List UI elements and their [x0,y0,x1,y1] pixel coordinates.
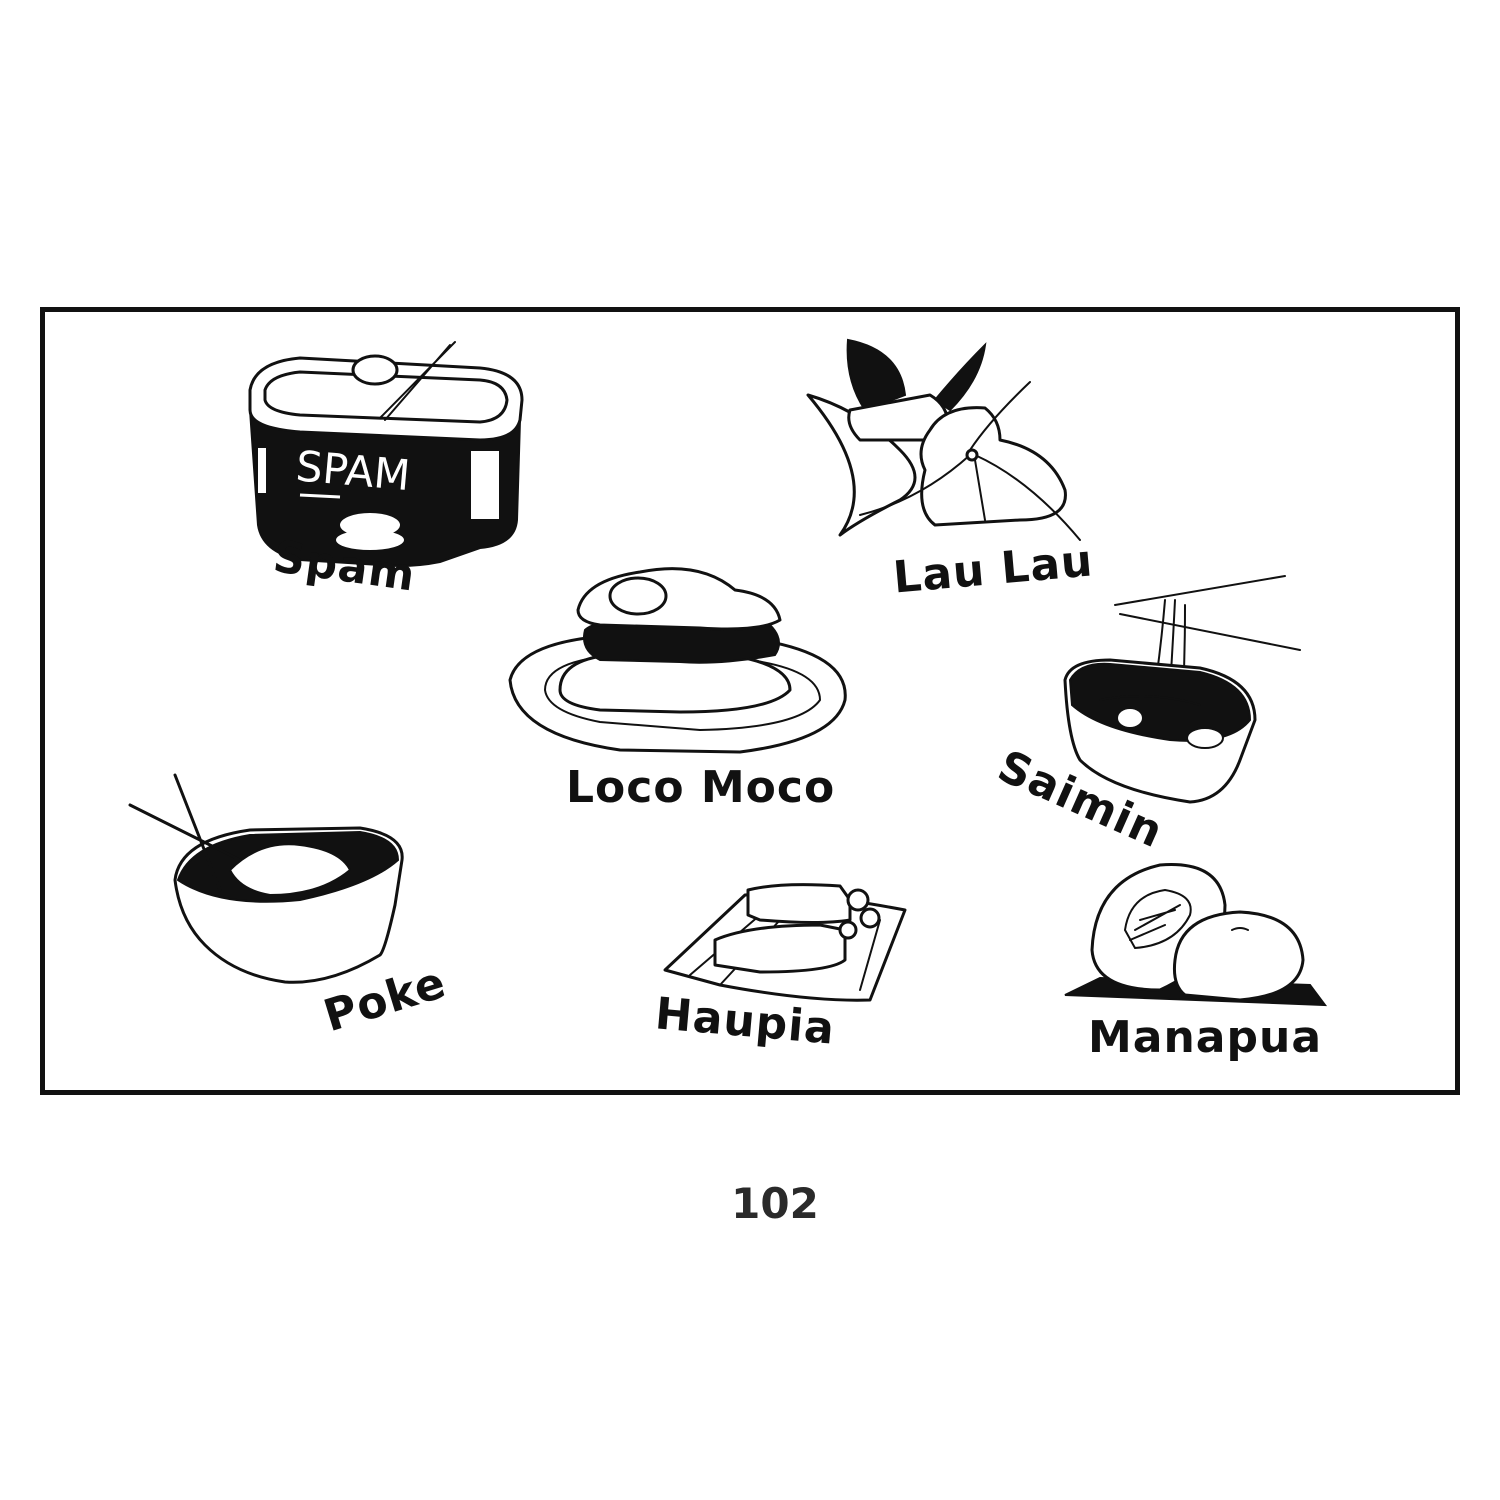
saimin-bowl-icon [1063,575,1301,804]
haupia-icon [663,883,907,1002]
poke-bowl-icon [128,773,404,984]
page-number: 102 [731,1179,819,1228]
label-loco-moco: Loco Moco [566,762,836,813]
lau-lau-icon [806,338,1081,541]
spam-can-icon: SPAM [248,341,524,567]
manapua-bun-icon [1064,863,1328,1007]
loco-moco-icon [508,567,847,754]
label-manapua: Manapua [1088,1012,1323,1063]
can-label-text: SPAM [294,441,412,500]
